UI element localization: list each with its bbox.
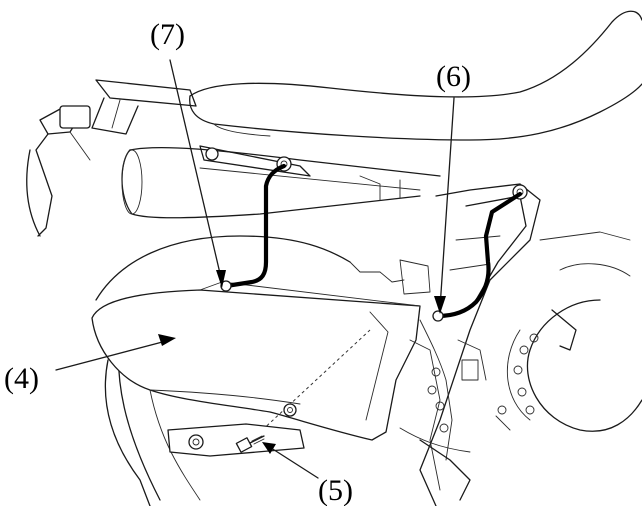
seat [189, 10, 642, 141]
callout-6: (6) [436, 60, 471, 93]
cable-7 [223, 163, 287, 289]
hub-disc [495, 231, 642, 432]
leader-6 [434, 97, 455, 314]
connector-6 [432, 310, 444, 322]
upper-frame-rail [199, 145, 311, 177]
side-cover [91, 281, 421, 441]
frame-engine-area [349, 183, 541, 506]
lower-bracket [167, 403, 305, 457]
cable-6 [435, 191, 523, 319]
callout-7: (7) [150, 18, 185, 51]
leader-7 [169, 59, 226, 288]
grab-rail [26, 79, 197, 237]
connector-7 [220, 280, 232, 292]
leader-5 [262, 442, 319, 479]
callout-4: (4) [4, 362, 39, 395]
bolt-5 [235, 435, 265, 453]
leader-4 [55, 334, 176, 371]
callout-5: (5) [318, 474, 353, 506]
